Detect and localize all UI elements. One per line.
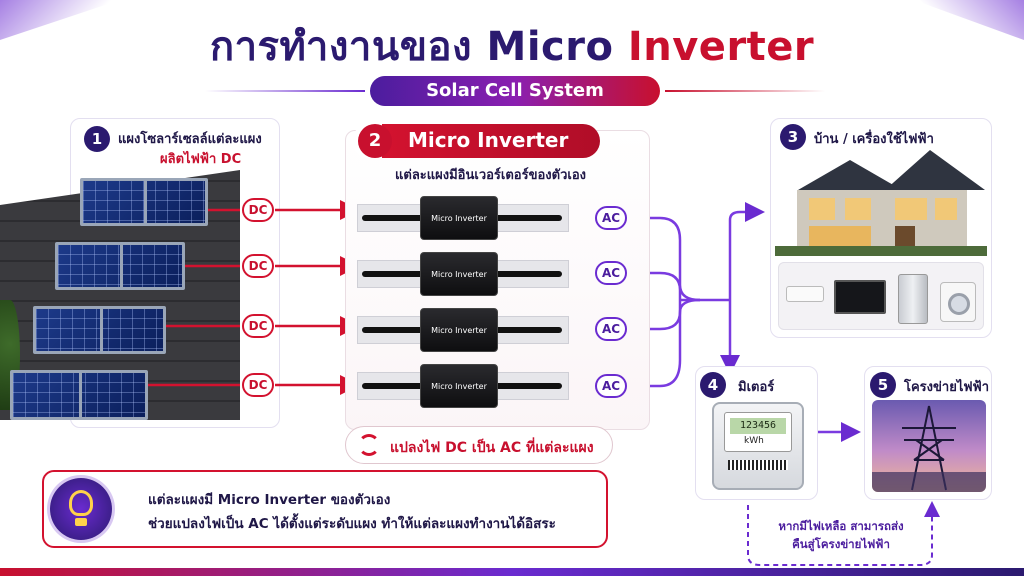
title-part2: Inverter [628,24,814,70]
meter-unit: kWh [744,436,764,446]
refrigerator-icon [898,274,928,324]
bottom-decoration [0,568,1024,576]
house-icon [775,150,987,256]
dc-badge-3: DC [242,314,274,338]
subtitle-line-right [665,90,825,92]
subtitle-pill: Solar Cell System [370,76,660,106]
micro-inverter-4: Micro Inverter [420,364,498,408]
step1-label-line2: ผลิตไฟฟ้า DC [160,148,241,169]
surplus-note-line1: หากมีไฟเหลือ สามารถส่ง [756,518,926,536]
micro-inverter-1: Micro Inverter [420,196,498,240]
power-grid-illustration [872,400,986,492]
dc-badge-2: DC [242,254,274,278]
page-title: การทำงานของ Micro Inverter [0,14,1024,78]
ac-badge-3: AC [595,317,627,341]
solar-panel-1 [80,178,208,226]
step5-label: โครงข่ายไฟฟ้า [904,376,989,397]
micro-inverter-2: Micro Inverter [420,252,498,296]
summary-line1: แต่ละแผงมี Micro Inverter ของตัวเอง [148,488,390,510]
transmission-tower-icon [872,400,986,492]
ac-badge-1: AC [595,206,627,230]
step1-label-line1: แผงโซลาร์เซลล์แต่ละแผง [118,128,262,149]
ac-badge-4: AC [595,374,627,398]
tv-icon [834,280,886,314]
title-part1: การทำงานของ Micro [210,24,628,70]
electric-meter: 123456 kWh [712,402,804,490]
subtitle-line-left [205,90,365,92]
lightbulb-base [75,518,87,526]
washing-machine-icon [940,282,976,322]
micro-inverter-3: Micro Inverter [420,308,498,352]
step2-desc: แต่ละแผงมีอินเวอร์เตอร์ของตัวเอง [395,164,586,185]
step3-label: บ้าน / เครื่องใช้ไฟฟ้า [814,128,934,149]
summary-line2: ช่วยแปลงไฟเป็น AC ได้ตั้งแต่ระดับแผง ทำใ… [148,512,556,534]
step2-title: Micro Inverter [408,128,568,152]
solar-panel-3 [33,306,166,354]
air-conditioner-icon [786,286,824,302]
step4-label: มิเตอร์ [738,376,774,397]
step4-number: 4 [700,372,726,398]
step2-number: 2 [358,124,392,158]
surplus-note-line2: คืนสู่โครงข่ายไฟฟ้า [756,536,926,554]
solar-panel-4 [10,370,148,420]
step3-number: 3 [780,124,806,150]
ac-badge-2: AC [595,261,627,285]
lightbulb-icon [69,490,93,516]
dc-badge-1: DC [242,198,274,222]
step5-number: 5 [870,372,896,398]
step1-number: 1 [84,126,110,152]
refresh-icon [358,434,380,456]
dc-badge-4: DC [242,373,274,397]
convert-text: แปลงไฟ DC เป็น AC ที่แต่ละแผง [390,437,594,459]
meter-display: 123456 [730,418,786,434]
solar-panel-2 [55,242,185,290]
